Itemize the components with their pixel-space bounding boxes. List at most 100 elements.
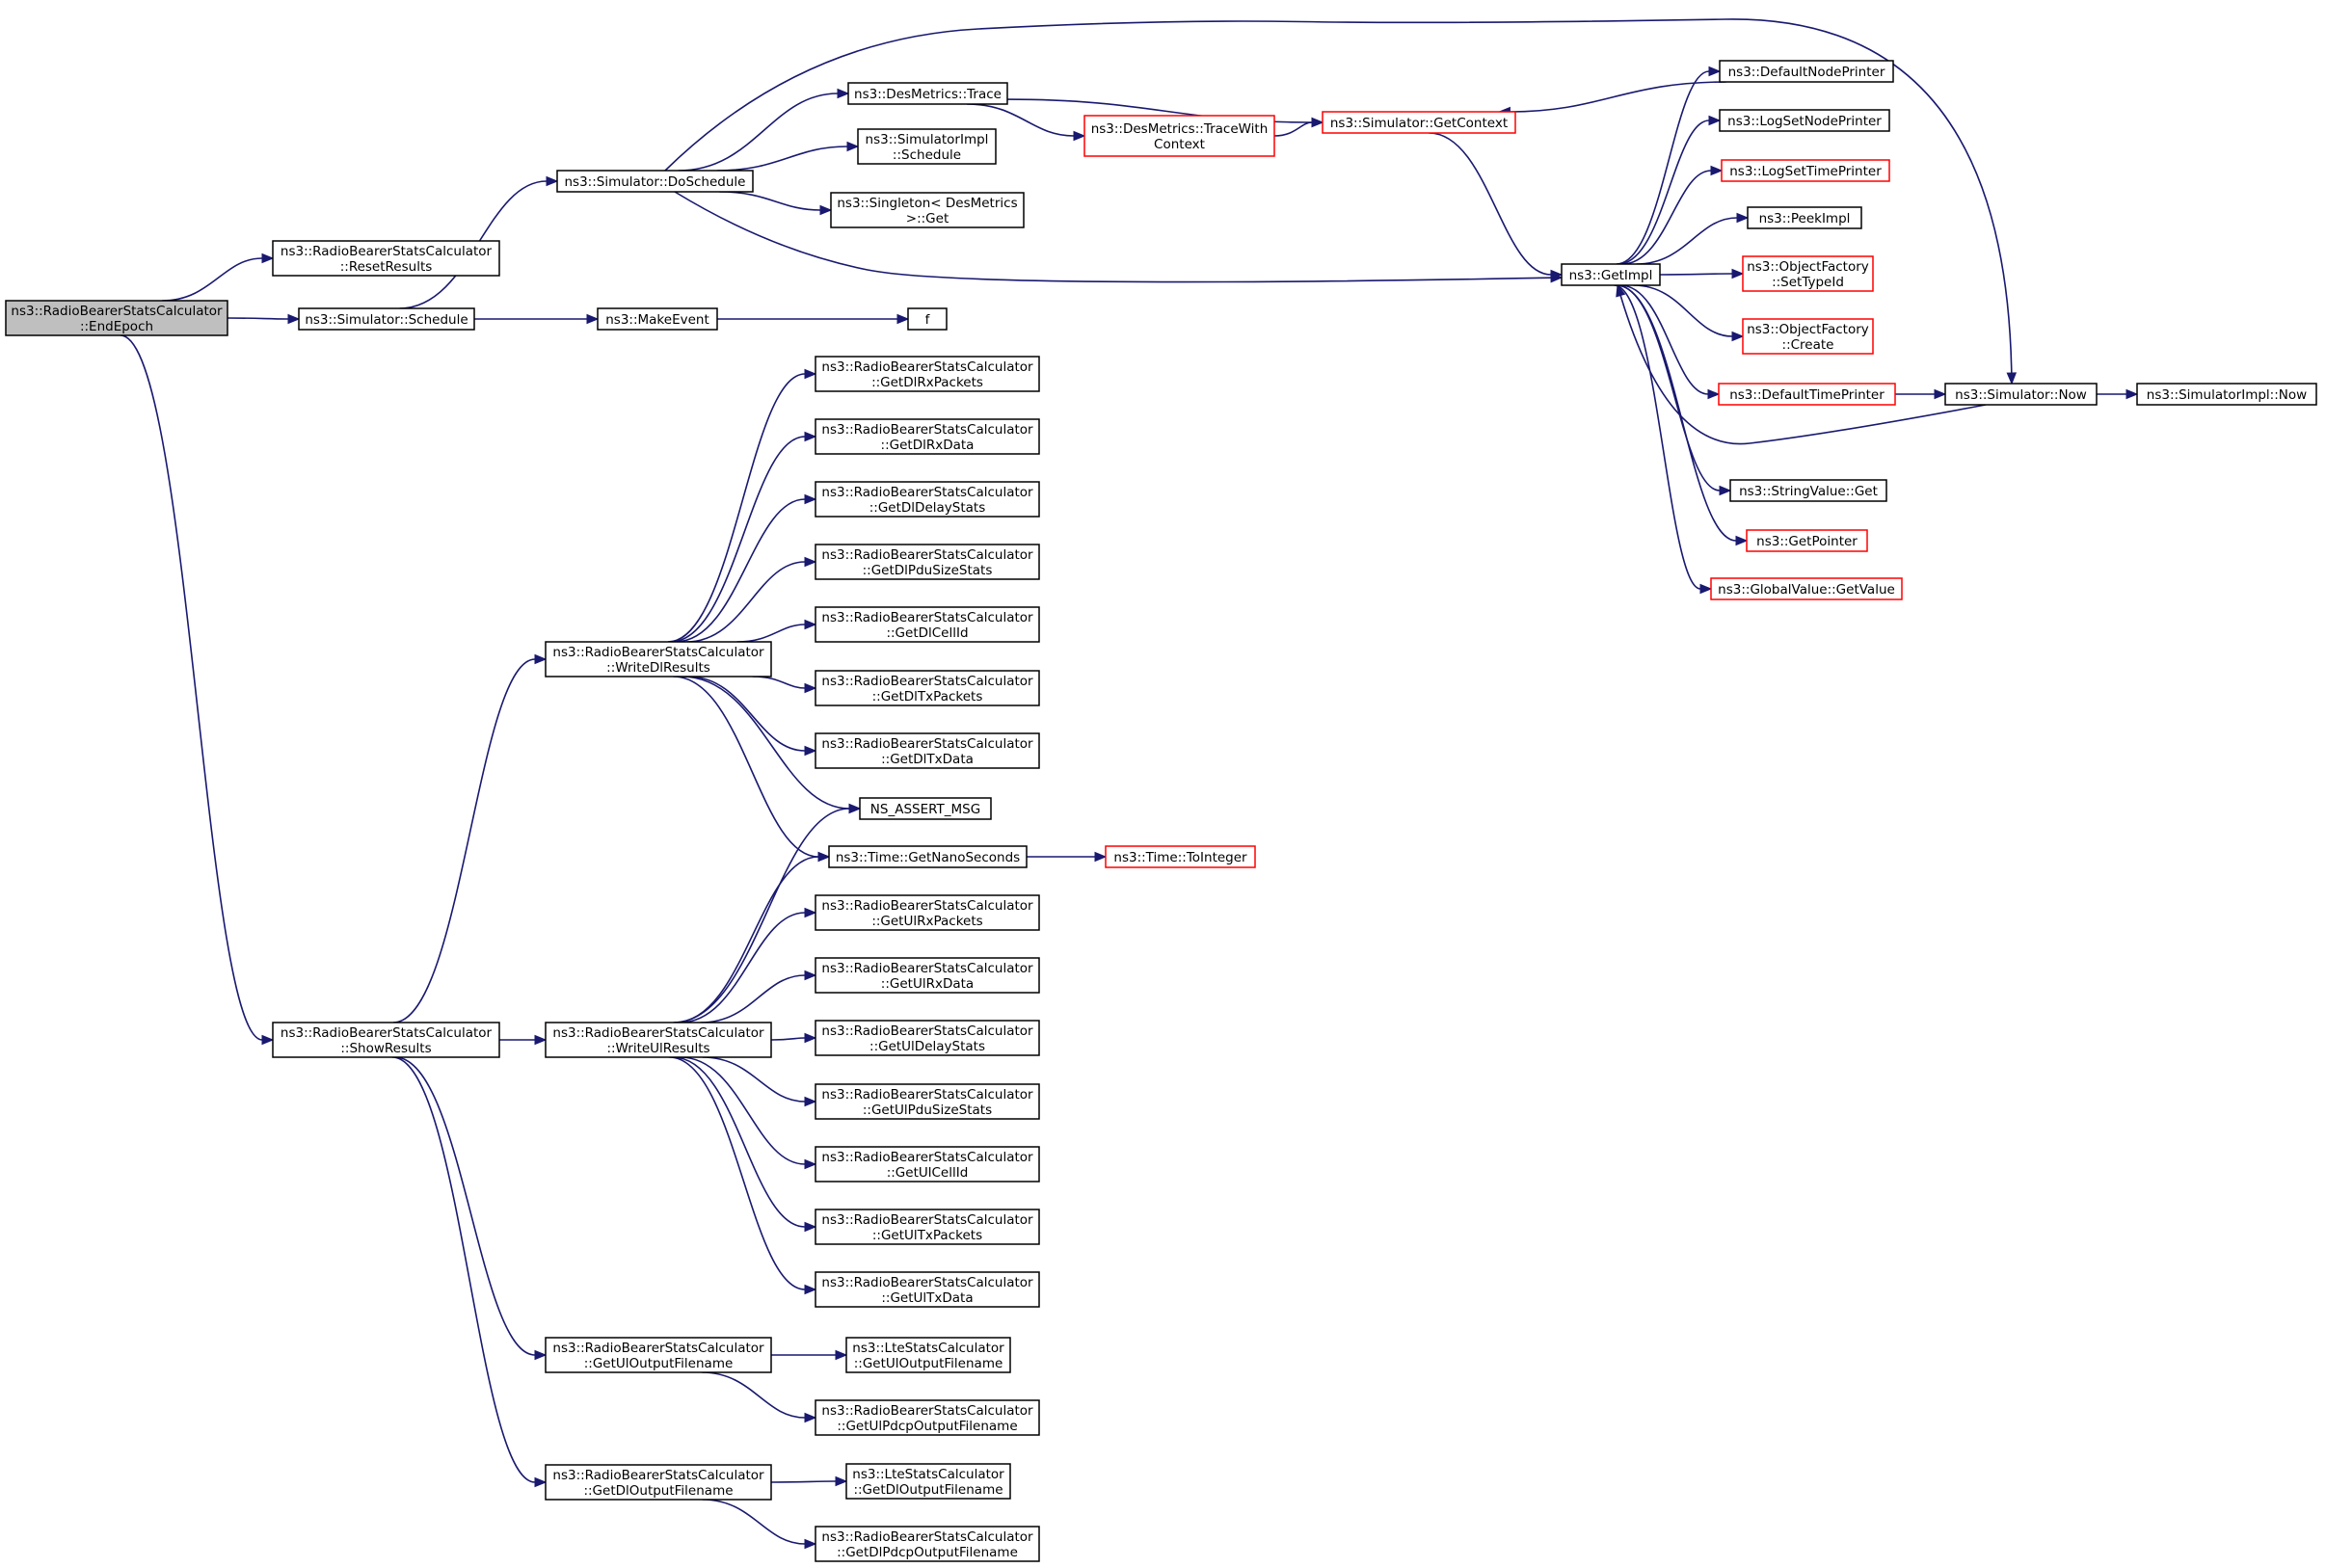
node-label: ::GetDlCellId [886, 625, 968, 641]
node-getUlPduSizeStats[interactable]: ns3::RadioBearerStatsCalculator::GetUlPd… [815, 1083, 1040, 1120]
node-label: ::GetUlDelayStats [869, 1039, 985, 1054]
node-label: ::GetUlRxPackets [871, 914, 982, 929]
node-getUlOutFile[interactable]: ns3::RadioBearerStatsCalculator::GetUlOu… [545, 1337, 772, 1373]
node-simNow[interactable]: ns3::Simulator::Now [1944, 383, 2098, 406]
node-makeEvent[interactable]: ns3::MakeEvent [597, 307, 718, 331]
edge-doSchedule-to-singletonGet [719, 191, 833, 216]
node-getDlDelayStats[interactable]: ns3::RadioBearerStatsCalculator::GetDlDe… [815, 481, 1040, 518]
node-ulPdcpOutFile[interactable]: ns3::RadioBearerStatsCalculator::GetUlPd… [815, 1399, 1040, 1436]
node-stringValueGet[interactable]: ns3::StringValue::Get [1729, 479, 1887, 502]
node-box [1561, 263, 1661, 286]
node-writeUl[interactable]: ns3::RadioBearerStatsCalculator::WriteUl… [545, 1022, 772, 1058]
node-setTypeId[interactable]: ns3::ObjectFactory::SetTypeId [1742, 255, 1874, 292]
edges-layer [120, 18, 2139, 1550]
edge-writeDl-to-getDlTxPackets [752, 676, 817, 694]
node-label: ns3::RadioBearerStatsCalculator [821, 1150, 1033, 1165]
node-label: ns3::RadioBearerStatsCalculator [821, 898, 1033, 914]
node-peekImpl[interactable]: ns3::PeekImpl [1747, 206, 1862, 229]
node-label: ns3::RadioBearerStatsCalculator [281, 244, 493, 259]
node-box [845, 1337, 1011, 1373]
edge-writeDl-to-getDlPduSizeStats [686, 556, 817, 643]
node-defaultNodePrinter[interactable]: ns3::DefaultNodePrinter [1719, 60, 1894, 83]
node-label: ns3::RadioBearerStatsCalculator [552, 1468, 764, 1483]
node-getDlTxPackets[interactable]: ns3::RadioBearerStatsCalculator::GetDlTx… [815, 670, 1040, 706]
edge-traceWithContext-to-getContext [1273, 117, 1324, 137]
node-box [1742, 255, 1874, 292]
node-label: ns3::RadioBearerStatsCalculator [552, 645, 764, 660]
node-simImplNow[interactable]: ns3::SimulatorImpl::Now [2136, 383, 2317, 406]
node-box [1742, 318, 1874, 355]
node-label: ns3::ObjectFactory [1747, 259, 1869, 275]
node-box [815, 481, 1040, 518]
node-simImplSchedule[interactable]: ns3::SimulatorImpl::Schedule [857, 128, 997, 165]
node-resetResults[interactable]: ns3::RadioBearerStatsCalculator::ResetRe… [272, 240, 500, 277]
node-box [815, 1020, 1040, 1056]
node-showResults[interactable]: ns3::RadioBearerStatsCalculator::ShowRes… [272, 1022, 500, 1058]
node-lteDlOutFile[interactable]: ns3::LteStatsCalculator::GetDlOutputFile… [845, 1463, 1011, 1500]
node-defaultTimePrinter[interactable]: ns3::DefaultTimePrinter [1718, 383, 1896, 406]
node-getUlDelayStats[interactable]: ns3::RadioBearerStatsCalculator::GetUlDe… [815, 1020, 1040, 1056]
node-toInteger[interactable]: ns3::Time::ToInteger [1105, 845, 1256, 868]
edge-writeDl-to-getDlDelayStats [675, 493, 817, 643]
edge-getContext-to-getImpl [1429, 132, 1564, 280]
node-label: ns3::Simulator::GetContext [1330, 116, 1508, 131]
node-box [815, 670, 1040, 706]
edge-endEpoch-to-resetResults [162, 252, 275, 302]
node-box [597, 307, 718, 331]
node-getDlTxData[interactable]: ns3::RadioBearerStatsCalculator::GetDlTx… [815, 732, 1040, 769]
node-getDlRxData[interactable]: ns3::RadioBearerStatsCalculator::GetDlRx… [815, 418, 1040, 455]
node-label: ns3::RadioBearerStatsCalculator [821, 1087, 1033, 1103]
node-getUlTxPackets[interactable]: ns3::RadioBearerStatsCalculator::GetUlTx… [815, 1209, 1040, 1245]
node-box [556, 170, 754, 193]
node-getUlRxData[interactable]: ns3::RadioBearerStatsCalculator::GetUlRx… [815, 957, 1040, 994]
node-label: ns3::RadioBearerStatsCalculator [552, 1025, 764, 1041]
edge-showResults-to-writeUl [499, 1034, 548, 1046]
node-schedule[interactable]: ns3::Simulator::Schedule [298, 307, 475, 331]
node-getUlTxData[interactable]: ns3::RadioBearerStatsCalculator::GetUlTx… [815, 1271, 1040, 1308]
node-logSetTimePrinter[interactable]: ns3::LogSetTimePrinter [1721, 159, 1890, 182]
node-getNanoSeconds[interactable]: ns3::Time::GetNanoSeconds [828, 845, 1028, 868]
node-box [815, 606, 1040, 643]
edge-getImpl-to-logSetNodePrinter [1618, 115, 1722, 265]
node-getUlCellId[interactable]: ns3::RadioBearerStatsCalculator::GetUlCe… [815, 1146, 1040, 1183]
node-label: ::EndEpoch [80, 319, 153, 334]
node-label: ns3::SimulatorImpl [866, 132, 989, 147]
node-label: ::GetDlPduSizeStats [863, 563, 993, 578]
node-box [828, 845, 1028, 868]
node-box [815, 1146, 1040, 1183]
edge-showResults-to-getDlOutFile [391, 1056, 548, 1488]
node-logSetNodePrinter[interactable]: ns3::LogSetNodePrinter [1719, 109, 1890, 132]
node-endEpoch[interactable]: ns3::RadioBearerStatsCalculator::EndEpoc… [5, 300, 228, 336]
node-getPointer[interactable]: ns3::GetPointer [1746, 529, 1868, 552]
node-ofCreate[interactable]: ns3::ObjectFactory::Create [1742, 318, 1874, 355]
node-f[interactable]: f [907, 307, 948, 331]
node-label: ns3::GlobalValue::GetValue [1718, 582, 1895, 598]
node-getImpl[interactable]: ns3::GetImpl [1561, 263, 1661, 286]
node-doSchedule[interactable]: ns3::Simulator::DoSchedule [556, 170, 754, 193]
edge-getUlOutFile-to-lteUlOutFile [771, 1349, 848, 1361]
node-nsAssertMsg[interactable]: NS_ASSERT_MSG [859, 797, 992, 820]
node-singletonGet[interactable]: ns3::Singleton< DesMetrics >::Get [830, 192, 1025, 228]
node-getDlRxPackets[interactable]: ns3::RadioBearerStatsCalculator::GetDlRx… [815, 356, 1040, 392]
node-box [1721, 159, 1890, 182]
node-dlPdcpOutFile[interactable]: ns3::RadioBearerStatsCalculator::GetDlPd… [815, 1526, 1040, 1562]
edge-writeDl-to-getDlTxData [687, 676, 817, 757]
edge-makeEvent-to-f [717, 313, 910, 325]
edge-doSchedule-to-getImpl [674, 191, 1564, 283]
node-getDlOutFile[interactable]: ns3::RadioBearerStatsCalculator::GetDlOu… [545, 1464, 772, 1501]
edge-writeUl-to-getUlRxPackets [680, 907, 817, 1023]
node-getUlRxPackets[interactable]: ns3::RadioBearerStatsCalculator::GetUlRx… [815, 894, 1040, 931]
node-lteUlOutFile[interactable]: ns3::LteStatsCalculator::GetUlOutputFile… [845, 1337, 1011, 1373]
node-getDlPduSizeStats[interactable]: ns3::RadioBearerStatsCalculator::GetDlPd… [815, 544, 1040, 580]
node-getContext[interactable]: ns3::Simulator::GetContext [1322, 111, 1516, 134]
node-box [1719, 60, 1894, 83]
node-getDlCellId[interactable]: ns3::RadioBearerStatsCalculator::GetDlCe… [815, 606, 1040, 643]
node-label: ns3::RadioBearerStatsCalculator [821, 1212, 1033, 1228]
node-label: ns3::RadioBearerStatsCalculator [821, 1275, 1033, 1290]
node-box [545, 1464, 772, 1501]
node-desTrace[interactable]: ns3::DesMetrics::Trace [847, 82, 1008, 105]
node-globalGetValue[interactable]: ns3::GlobalValue::GetValue [1710, 577, 1903, 600]
node-box [815, 957, 1040, 994]
node-writeDl[interactable]: ns3::RadioBearerStatsCalculator::WriteDl… [545, 641, 772, 678]
